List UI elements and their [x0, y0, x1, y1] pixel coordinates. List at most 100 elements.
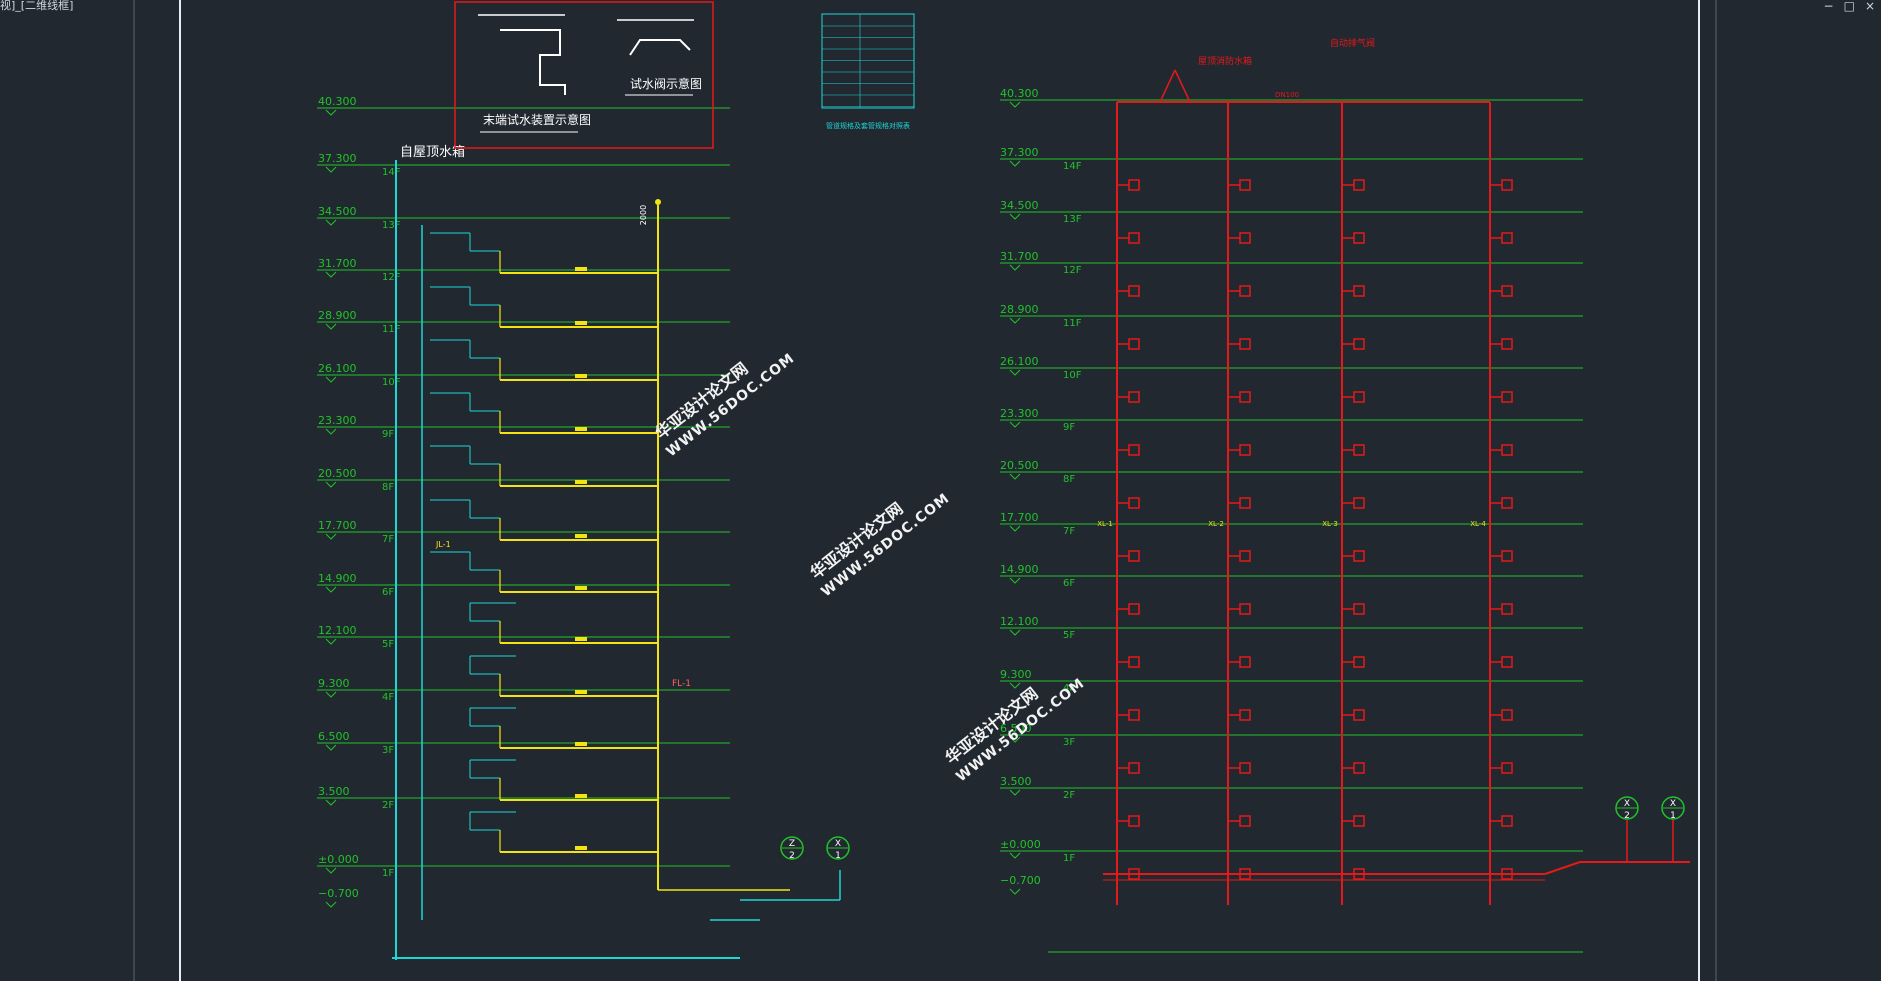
- hydrant-box: [1239, 656, 1251, 668]
- top-label-right: 自动排气阀: [1330, 37, 1375, 49]
- floor-label: 7F: [1063, 526, 1075, 537]
- hydrant-box: [1353, 497, 1365, 509]
- hydrant-box: [1353, 815, 1365, 827]
- restore-icon[interactable]: □: [1843, 0, 1855, 13]
- hydrant-box: [1239, 497, 1251, 509]
- riser-label: XL-4: [1470, 520, 1486, 528]
- left-water-supply-system-diagram: 40.30037.30014F34.50013F31.70012F28.9001…: [317, 95, 850, 960]
- elevation-marker: [1009, 160, 1021, 167]
- elevation-marker: [1009, 101, 1021, 108]
- elevation-marker: [325, 533, 337, 540]
- floor-label: 5F: [382, 639, 394, 650]
- pipe-tag: [575, 742, 587, 746]
- riser-label: XL-3: [1322, 520, 1338, 528]
- pipe-tag: [575, 374, 587, 378]
- inset-label-right: 试水阀示意图: [630, 76, 702, 91]
- elevation-marker: [1009, 421, 1021, 428]
- elevation-label: 6.500: [318, 730, 350, 743]
- pipe-tag: [575, 690, 587, 694]
- minimize-icon[interactable]: −: [1823, 0, 1834, 13]
- hydrant-box: [1239, 338, 1251, 350]
- floor-label: 11F: [382, 324, 401, 335]
- elevation-label: 17.700: [1000, 511, 1039, 524]
- elevation-label: 12.100: [318, 624, 357, 637]
- elevation-marker: [325, 376, 337, 383]
- floor-label: 3F: [382, 745, 394, 756]
- close-icon[interactable]: ×: [1864, 0, 1875, 13]
- elevation-marker: [1009, 473, 1021, 480]
- pipe-tag: [575, 267, 587, 271]
- hydrant-box: [1501, 338, 1513, 350]
- riser-jl-label: JL-1: [435, 540, 451, 549]
- floor-label: 7F: [382, 534, 394, 545]
- elevation-label: 9.300: [1000, 668, 1032, 681]
- hydrant-box: [1501, 391, 1513, 403]
- connection-code: X: [1624, 799, 1630, 809]
- elevation-label: 26.100: [1000, 355, 1039, 368]
- elevation-marker: [1009, 369, 1021, 376]
- hydrant-box: [1353, 179, 1365, 191]
- hydrant-box: [1353, 550, 1365, 562]
- elevation-label: 28.900: [1000, 303, 1039, 316]
- elevation-label: 20.500: [1000, 459, 1039, 472]
- connection-circle: [780, 836, 804, 860]
- hydrant-box: [1501, 497, 1513, 509]
- elevation-label: 14.900: [318, 572, 357, 585]
- connection-num: 2: [789, 851, 795, 861]
- elevation-label: 31.700: [1000, 250, 1039, 263]
- hydrant-box: [1239, 391, 1251, 403]
- connection-code: X: [835, 839, 841, 849]
- legend-title: 管道规格及套管规格对照表: [826, 121, 910, 130]
- hydrant-box: [1239, 444, 1251, 456]
- inset-pipe-right: [629, 39, 691, 56]
- connection-code: Z: [789, 839, 795, 849]
- hydrant-box: [1128, 285, 1140, 297]
- inset-border: [454, 1, 714, 149]
- elevation-label: ±0.000: [318, 853, 359, 866]
- elevation-label: 3.500: [1000, 775, 1032, 788]
- hydrant-box: [1128, 603, 1140, 615]
- hydrant-box: [1128, 179, 1140, 191]
- elevation-marker: [325, 901, 337, 908]
- hydrant-box: [1353, 762, 1365, 774]
- hydrant-box: [1501, 815, 1513, 827]
- floor-label: 13F: [1063, 214, 1082, 225]
- hydrant-box: [1239, 232, 1251, 244]
- pipe-tag: [575, 480, 587, 484]
- elevation-marker: [325, 323, 337, 330]
- hydrant-box: [1128, 709, 1140, 721]
- vent-dimension: 2000: [639, 205, 648, 225]
- connection-num: 1: [1670, 811, 1676, 821]
- right-fire-hydrant-system-diagram: 40.30037.30014F34.50013F31.70012F28.9001…: [1000, 37, 1690, 953]
- elevation-label: 37.300: [1000, 146, 1039, 159]
- hydrant-box: [1501, 603, 1513, 615]
- elevation-marker: [325, 481, 337, 488]
- elevation-marker: [325, 109, 337, 116]
- floor-label: 4F: [1063, 683, 1075, 694]
- hydrant-box: [1239, 179, 1251, 191]
- floor-label: 14F: [382, 167, 401, 178]
- hydrant-box: [1128, 232, 1140, 244]
- elevation-marker: [1009, 264, 1021, 271]
- elevation-label: 40.300: [318, 95, 357, 108]
- hydrant-box: [1128, 497, 1140, 509]
- vent-cap: [655, 199, 661, 205]
- elevation-marker: [1009, 577, 1021, 584]
- elevation-label: ±0.000: [1000, 838, 1041, 851]
- elevation-label: −0.700: [1000, 874, 1041, 887]
- hydrant-box: [1501, 444, 1513, 456]
- connection-num: 1: [835, 851, 841, 861]
- top-pipe-label: DN100: [1275, 91, 1299, 99]
- hydrant-box: [1128, 444, 1140, 456]
- pipe-tag: [575, 637, 587, 641]
- hydrant-box: [1239, 603, 1251, 615]
- elevation-marker: [325, 166, 337, 173]
- elevation-marker: [325, 867, 337, 874]
- top-label-left: 屋顶消防水箱: [1198, 55, 1252, 67]
- elevation-label: 23.300: [318, 414, 357, 427]
- hydrant-box: [1239, 762, 1251, 774]
- window-controls: − □ ×: [1824, 0, 1875, 12]
- floor-label: 9F: [382, 429, 394, 440]
- tank-connection: [1159, 69, 1176, 103]
